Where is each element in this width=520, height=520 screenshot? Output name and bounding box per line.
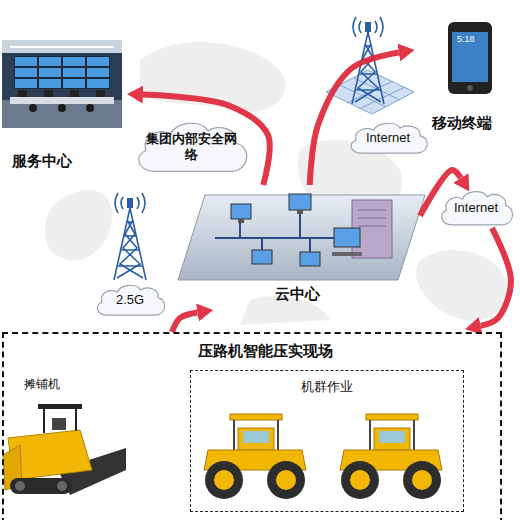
control-room-photo xyxy=(86,104,94,112)
cloud-platform xyxy=(178,194,425,280)
control-room-photo xyxy=(10,46,114,48)
service-center: 服务中心 xyxy=(0,38,128,178)
control-room-photo xyxy=(14,56,110,89)
control-room-photo xyxy=(29,104,37,112)
signal-tower xyxy=(114,193,146,280)
network-cloud: 2.5G xyxy=(92,282,168,318)
network-cloud: 集团内部安全网络 xyxy=(130,118,252,176)
cloud-platform xyxy=(334,228,360,247)
cloud-shape xyxy=(97,285,164,315)
world-map xyxy=(45,190,112,260)
cloud-platform xyxy=(358,210,386,226)
cloud-platform xyxy=(252,250,272,264)
network-cloud: Internet xyxy=(436,188,516,228)
paver-machine xyxy=(3,404,126,495)
paver-machine xyxy=(10,478,72,494)
control-room-photo xyxy=(10,97,114,104)
cloud-center: 云中心 xyxy=(175,185,420,308)
node-text: Internet xyxy=(366,130,410,146)
cloud-platform xyxy=(231,204,251,219)
paver-machine xyxy=(38,404,82,409)
control-room-photo xyxy=(44,90,53,97)
node-text: 集团内部安全网络 xyxy=(143,131,239,164)
cloud-platform xyxy=(300,252,320,266)
node-text: 压路机智能压实现场 xyxy=(198,342,333,361)
site-region: 机群作业 压路机智能压实现场 xyxy=(2,332,502,520)
mobile-phone xyxy=(448,22,492,94)
paver-machine xyxy=(44,409,76,433)
mobile-phone xyxy=(467,85,473,91)
control-room-photo xyxy=(2,40,122,53)
cloud-platform xyxy=(178,195,425,280)
node-text: 云中心 xyxy=(275,285,320,304)
phone-clock: 5:18 xyxy=(457,34,475,44)
node-text: 服务中心 xyxy=(12,152,72,171)
control-room-photo xyxy=(2,40,122,128)
mobile-phone xyxy=(452,32,488,82)
cloud-platform xyxy=(297,210,303,214)
control-room-photo xyxy=(18,90,27,97)
road-roller xyxy=(340,414,442,499)
node-text: 2.5G xyxy=(116,292,144,308)
node-text: 移动终端 xyxy=(432,114,492,133)
road-roller xyxy=(204,414,306,499)
fleet-region: 机群作业 xyxy=(190,370,464,512)
machine-label: 摊铺机 xyxy=(24,376,60,393)
paver-machine xyxy=(57,481,67,491)
paver-machine xyxy=(15,481,25,491)
cloud-platform xyxy=(289,194,311,210)
cloud-shape xyxy=(442,192,513,225)
cloud-shape xyxy=(139,123,247,171)
control-room-photo xyxy=(2,100,122,128)
control-room-photo xyxy=(14,56,110,89)
network-cloud: Internet xyxy=(345,120,431,156)
control-room-photo xyxy=(58,104,66,112)
control-room-photo xyxy=(2,40,122,128)
cloud-shape xyxy=(351,123,427,153)
cloud-platform xyxy=(238,219,244,223)
node-text: 机群作业 xyxy=(301,379,353,395)
control-room-photo xyxy=(70,90,79,97)
data-flow-arrow xyxy=(172,313,197,332)
world-map xyxy=(416,250,510,320)
paver-machine xyxy=(52,418,66,430)
node-text: Internet xyxy=(454,200,498,216)
data-flow-arrow xyxy=(310,52,399,185)
mobile-phone xyxy=(448,22,492,94)
cloud-platform xyxy=(332,252,362,256)
data-flow-arrow xyxy=(481,228,511,326)
control-room-photo xyxy=(96,90,105,97)
